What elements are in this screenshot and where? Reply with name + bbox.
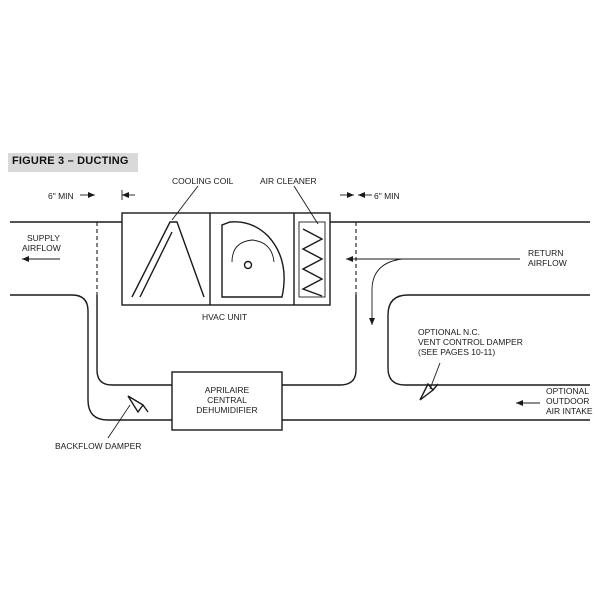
duct-bottom-wall-right	[387, 294, 590, 386]
label-dehum-2: CENTRAL	[207, 395, 247, 405]
label-supply-2: AIRFLOW	[22, 243, 61, 253]
label-min-right: 6" MIN	[374, 191, 400, 201]
label-hvac-unit: HVAC UNIT	[202, 312, 247, 322]
label-backflow: BACKFLOW DAMPER	[55, 441, 141, 451]
return-branch-arrow	[369, 258, 403, 325]
label-dehum-3: DEHUMIDIFIER	[196, 405, 257, 415]
blower-scroll	[231, 239, 275, 263]
blower-hub-icon	[243, 260, 253, 270]
vent-damper-leader	[429, 362, 441, 390]
duct-bottom-wall-left	[10, 294, 172, 421]
cooling-coil-shape	[131, 221, 205, 298]
air-cleaner-frame	[298, 221, 326, 298]
figure-title: FIGURE 3 – DUCTING	[12, 155, 129, 167]
vent-damper-icon	[419, 382, 439, 401]
label-return-1: RETURN	[528, 248, 563, 258]
cooling-coil-leader	[171, 185, 199, 221]
label-outdoor-2: OUTDOOR	[546, 396, 589, 406]
backflow-damper-icon	[127, 395, 149, 414]
blower-housing	[221, 221, 285, 298]
air-cleaner-leader	[293, 185, 319, 225]
bypass-inner-duct	[96, 295, 357, 386]
label-supply-1: SUPPLY	[27, 233, 60, 243]
air-cleaner-filter	[301, 228, 324, 297]
label-air-cleaner: AIR CLEANER	[260, 176, 317, 186]
label-cooling-coil: COOLING COIL	[172, 176, 234, 186]
label-outdoor-1: OPTIONAL	[546, 386, 589, 396]
label-vent-2: VENT CONTROL DAMPER	[418, 337, 523, 347]
hvac-unit-box	[121, 212, 331, 306]
backflow-damper-leader	[107, 404, 131, 439]
label-vent-3: (SEE PAGES 10-11)	[418, 347, 495, 357]
label-return-2: AIRFLOW	[528, 258, 567, 268]
label-min-left: 6" MIN	[48, 191, 74, 201]
label-vent-1: OPTIONAL N.C.	[418, 327, 480, 337]
label-outdoor-3: AIR INTAKE	[546, 406, 593, 416]
dehumidifier-box	[171, 371, 283, 431]
figure-title-bar: FIGURE 3 – DUCTING	[8, 153, 138, 172]
label-dehum-1: APRILAIRE	[205, 385, 250, 395]
